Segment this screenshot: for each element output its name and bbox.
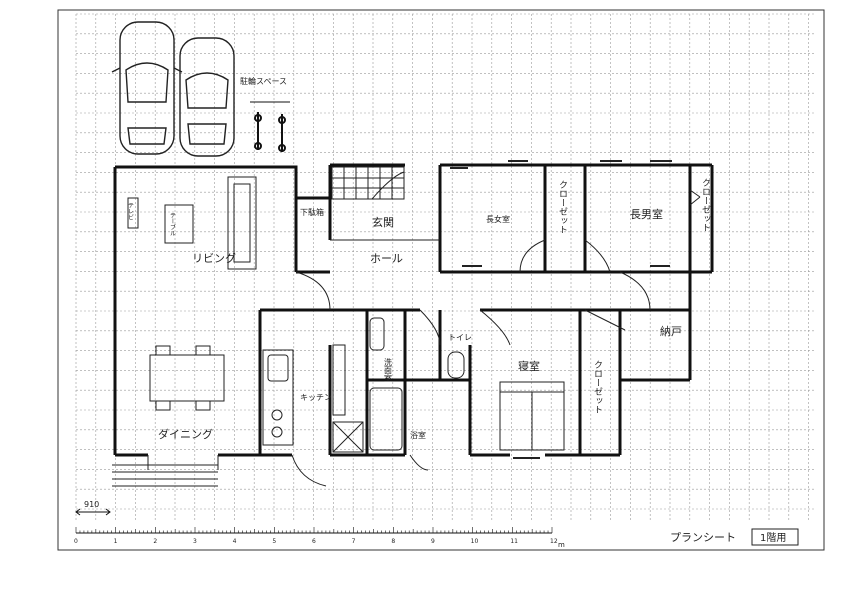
ruler-number: 3	[193, 538, 197, 545]
ruler-unit: m	[558, 541, 565, 549]
eldest-daughter-label: 長女室	[486, 214, 510, 224]
bedroom-label: 寝室	[518, 359, 540, 373]
door-swing	[295, 271, 331, 311]
sheet-title: プランシート	[670, 531, 736, 544]
ruler-number: 11	[510, 538, 518, 545]
ruler-number: 4	[233, 538, 237, 545]
parking-label: 駐輪スペース	[240, 76, 287, 86]
grid	[75, 13, 816, 522]
ruler-number: 2	[153, 538, 157, 545]
ruler-number: 12	[550, 538, 558, 545]
table-label: テーブル	[169, 212, 176, 236]
ruler-number: 10	[471, 538, 479, 545]
scale-note: 910	[84, 500, 99, 509]
bathtub	[369, 387, 403, 451]
tv-label: テレビ	[127, 202, 134, 220]
closet-label-3: クローゼット	[592, 360, 603, 414]
stove	[271, 409, 283, 421]
walls	[113, 163, 714, 457]
entrance-label: 玄関	[372, 215, 394, 229]
ruler-number: 0	[74, 538, 78, 545]
bath-label: 浴室	[410, 430, 426, 440]
ruler-number: 1	[114, 538, 118, 545]
scale-indicator: 910	[75, 500, 111, 516]
deck	[112, 464, 218, 487]
living-table	[164, 204, 194, 244]
ruler-number: 6	[312, 538, 316, 545]
sofa	[227, 176, 257, 270]
tv-stand	[127, 197, 139, 229]
floor-label: 1階用	[760, 532, 786, 544]
kitchen-label: キッチン	[300, 393, 332, 402]
ruler-number: 7	[352, 538, 356, 545]
eldest-son-label: 長男室	[630, 207, 663, 221]
closet-label-1: クローゼット	[557, 180, 568, 234]
washbasin	[369, 317, 385, 351]
ruler-number: 8	[391, 538, 395, 545]
kitchen-counter	[262, 349, 294, 446]
toilet-fixture	[447, 351, 465, 379]
car-icon	[111, 21, 183, 155]
storage-label: 納戸	[660, 325, 682, 338]
dining-table	[149, 354, 225, 402]
stairs	[331, 166, 405, 200]
closet-label-2: クローゼット	[700, 178, 711, 232]
sheet-frame	[57, 9, 825, 551]
ruler-number: 5	[272, 538, 276, 545]
ruler-number: 9	[431, 538, 435, 545]
dining-label: ダイニング	[158, 427, 213, 441]
sink	[267, 354, 289, 382]
car-icon	[179, 37, 235, 157]
bicycle-icon	[250, 101, 290, 152]
living-label: リビング	[192, 251, 236, 265]
washroom-label: 洗面室	[384, 357, 393, 382]
hall-label: ホール	[370, 252, 403, 265]
floor-label-box	[751, 528, 799, 546]
shoe-storage-label: 下駄箱	[300, 207, 324, 217]
toilet-label: トイレ	[448, 333, 472, 342]
